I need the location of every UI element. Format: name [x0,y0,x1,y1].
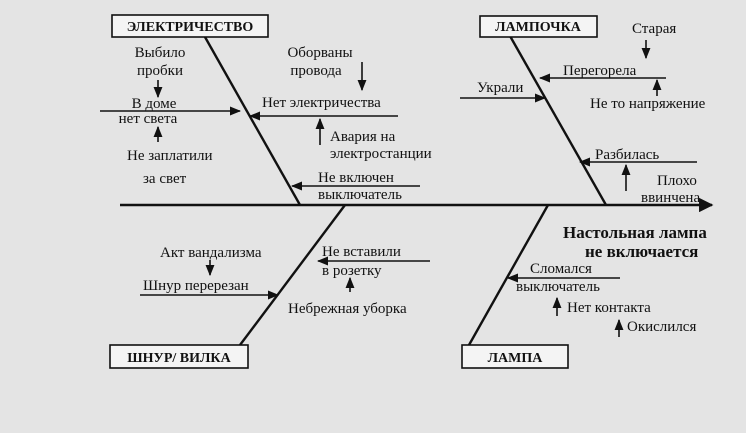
cause-no-light: В доме [132,96,177,112]
cause-switch-off: Не включен [318,170,394,186]
cause-burnt: Перегорела [563,63,637,79]
cause-stolen: Украли [477,80,523,96]
category-bulb: ЛАМПОЧКА [479,15,598,38]
category-cord: ШНУР/ ВИЛКА [109,344,249,369]
cause-not-paid: Не заплатили [127,148,213,164]
cause-screwed: ввинчена [641,190,700,206]
cause-switch-broken: выключатель [516,279,600,295]
cause-wires: провода [290,63,342,79]
category-electricity: ЭЛЕКТРИЧЕСТВО [111,14,269,38]
cause-no-power: Нет электричества [262,95,381,111]
category-lamp: ЛАМПА [461,344,569,369]
effect-title: не включается [585,242,698,261]
cause-switch-broken: Сломался [530,261,592,277]
cause-not-paid: за свет [143,171,187,187]
cause-broken: Разбилась [595,147,659,163]
cause-vandalism: Акт вандализма [160,245,262,261]
cause-no-contact: Нет контакта [567,300,651,316]
cause-unplugged: Не вставили [322,244,401,260]
cause-no-light: нет света [119,111,178,127]
cause-screwed: Плохо [657,173,697,189]
cause-cleaning: Небрежная уборка [288,301,407,317]
bone-electricity [203,36,302,206]
category-label: ШНУР/ ВИЛКА [127,351,231,366]
category-label: ЛАМПОЧКА [495,20,582,35]
effect-title: Настольная лампа [563,223,707,242]
cause-accident: Авария на [330,129,396,145]
cause-fuses: пробки [137,63,183,79]
cause-fuses: Выбило [135,45,186,61]
cause-oxidized: Окислился [627,319,696,335]
cause-wires: Оборваны [287,45,352,61]
bone-cord [239,204,346,346]
category-label: ЛАМПА [488,351,544,366]
cause-voltage: Не то напряжение [590,96,706,112]
category-label: ЭЛЕКТРИЧЕСТВО [127,20,254,35]
cause-switch-off: выключатель [318,187,402,203]
cause-unplugged: в розетку [322,263,382,279]
cause-old: Старая [632,21,676,37]
bone-bulb [508,35,608,206]
cause-accident: электростанции [330,146,432,162]
cause-cut: Шнур перерезан [143,278,249,294]
